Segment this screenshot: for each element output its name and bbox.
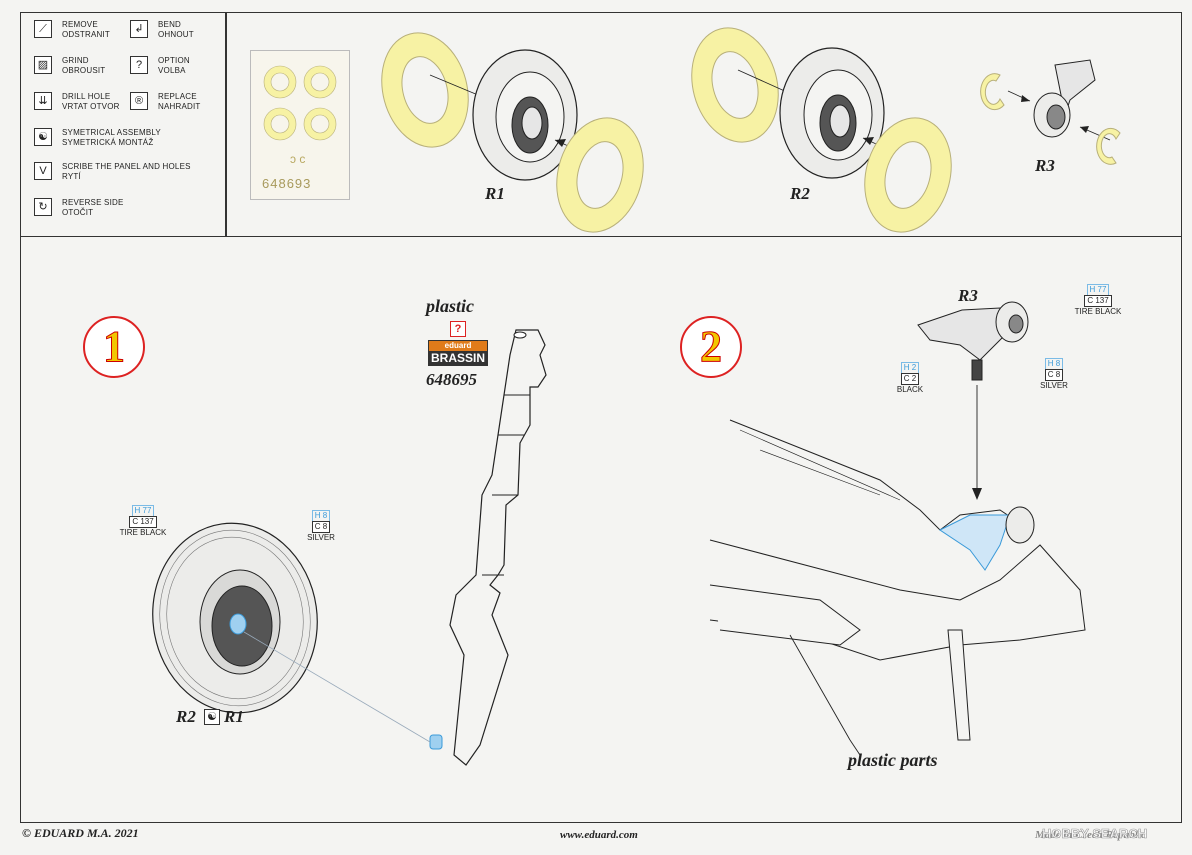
legend-line: VOLBA — [158, 66, 186, 75]
step-2-assembly-drawing — [709, 301, 1086, 756]
label-r1-top: R1 — [485, 184, 505, 203]
paint-silver-step-1: H 8 C 8 SILVER — [296, 510, 346, 543]
legend-line: VRTAT OTVOR — [62, 102, 120, 111]
replace-icon: ® — [130, 92, 148, 110]
remove-icon: ⟋ — [34, 20, 52, 38]
reverse-side-icon: ↻ — [34, 198, 52, 216]
symmetrical-icon: ☯ — [34, 128, 52, 146]
step-1-plastic-label: plastic — [426, 296, 474, 316]
legend-line: OPTION — [158, 56, 190, 65]
legend-line: SYMETRICKÁ MONTÁŽ — [62, 138, 154, 147]
legend-line: OBROUSIT — [62, 66, 106, 75]
legend-line: RYTÍ — [62, 172, 81, 181]
paint-tire-black-step-1: H 77 C 137 TIRE BLACK — [108, 505, 178, 538]
legend-line: OHNOUT — [158, 30, 194, 39]
drill-hole-icon: ⇊ — [34, 92, 52, 110]
legend-line: REVERSE SIDE — [62, 198, 124, 207]
step-1-number: 1 — [83, 316, 145, 378]
svg-text:ɔ c: ɔ c — [290, 152, 305, 166]
wheel-step-1 — [152, 522, 431, 743]
paint-tire-black-step-2: H 77 C 137 TIRE BLACK — [1066, 284, 1130, 317]
label-r3-step-2: R3 — [958, 286, 978, 305]
label-r3-top: R3 — [1035, 156, 1055, 175]
legend-line: REMOVE — [62, 20, 98, 29]
paint-silver-step-2: H 8 C 8 SILVER — [1032, 358, 1076, 391]
label-r1-step-1: R1 — [224, 707, 244, 726]
legend-line: DRILL HOLE — [62, 92, 111, 101]
option-icon: ? — [450, 321, 466, 337]
brassin-set-number: 648695 — [426, 370, 477, 389]
step-1-digit: 1 — [103, 322, 126, 371]
watermark: HOBBY SEARCH — [1042, 826, 1148, 842]
mask-sheet-number: 648693 — [262, 176, 312, 191]
option-icon: ? — [130, 56, 148, 74]
label-r2-step-1: R2 — [176, 707, 196, 726]
scribe-icon: V — [34, 162, 52, 180]
paint-name: SILVER — [307, 533, 335, 542]
paint-black-step-2: H 2 C 2 BLACK — [888, 362, 932, 395]
paint-c-code: C 137 — [129, 516, 157, 528]
assembly-frame — [20, 236, 1182, 823]
part-r3-exploded — [980, 59, 1121, 165]
grind-icon: ▨ — [34, 56, 52, 74]
legend-line: GRIND — [62, 56, 89, 65]
brassin-logo: eduard BRASSIN — [428, 340, 488, 366]
footer-made-in: Made in Czech Republic — [1035, 829, 1146, 841]
legend-line: NAHRADIT — [158, 102, 201, 111]
bend-icon: ↲ — [130, 20, 148, 38]
legend-line: SYMETRICAL ASSEMBLY — [62, 128, 161, 137]
symmetrical-icon: ☯ — [204, 709, 220, 725]
wheel-r2-exploded — [691, 27, 952, 233]
paint-c-code: C 8 — [311, 521, 331, 533]
legend-line: SCRIBE THE PANEL AND HOLES — [62, 162, 191, 171]
brassin-brand-top: eduard — [444, 341, 472, 350]
parts-frame — [225, 12, 1182, 237]
brassin-brand-main: BRASSIN — [429, 351, 487, 365]
legend-frame — [20, 12, 227, 237]
footer-website: www.eduard.com — [560, 829, 638, 841]
paint-name: SILVER — [1040, 381, 1068, 390]
paint-name: BLACK — [896, 385, 924, 394]
wheel-r1-exploded — [381, 32, 644, 233]
paint-name: TIRE BLACK — [1074, 307, 1122, 316]
mask-sheet: ɔ c — [250, 50, 350, 200]
landing-gear-strut — [429, 329, 547, 766]
legend-line: REPLACE — [158, 92, 197, 101]
paint-c-code: C 137 — [1084, 295, 1112, 307]
plastic-parts-label: plastic parts — [848, 750, 938, 770]
legend-line: OTOČIT — [62, 208, 94, 217]
footer-copyright: © EDUARD M.A. 2021 — [22, 826, 139, 840]
label-r2-top: R2 — [790, 184, 810, 203]
step-2-number: 2 — [680, 316, 742, 378]
step-2-digit: 2 — [700, 322, 723, 371]
legend-line: BEND — [158, 20, 182, 29]
legend-line: ODSTRANIT — [62, 30, 111, 39]
paint-name: TIRE BLACK — [119, 528, 167, 537]
